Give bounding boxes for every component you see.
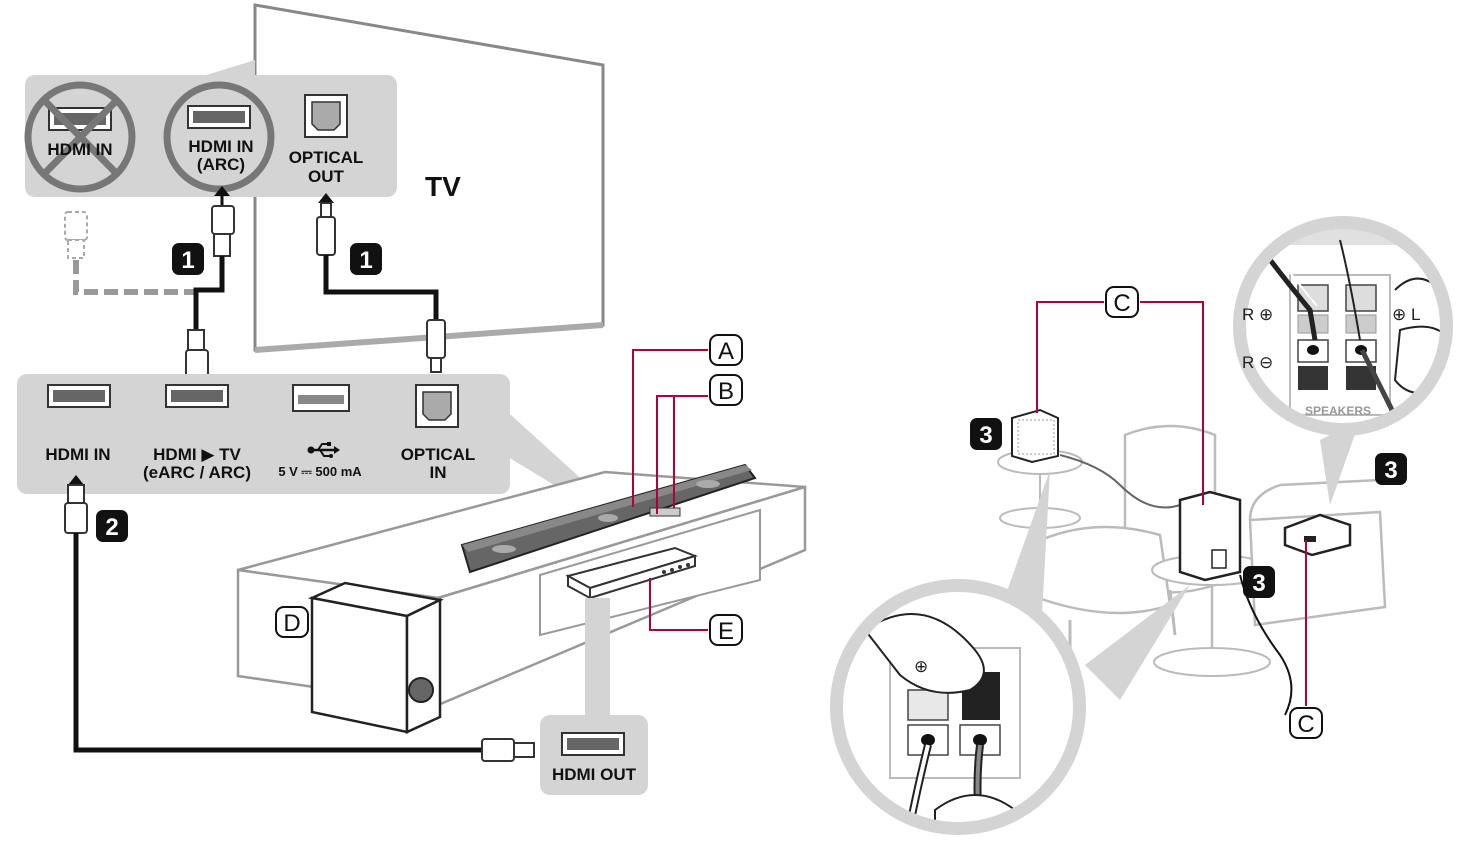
soundbar-optical-in-port: OPTICAL IN	[401, 384, 476, 482]
speaker-terminal-zoom: ⊕	[830, 470, 1190, 835]
tv-hdmi-in-label: HDMI IN	[47, 140, 112, 159]
optical-cable	[316, 193, 446, 385]
soundbar-optical-label-line2: IN	[430, 463, 447, 482]
svg-text:3: 3	[979, 422, 992, 449]
tv-hdmi-arc-label-line1: HDMI IN	[188, 137, 253, 156]
callout-d: D	[275, 606, 309, 638]
rear-speaker-right	[1178, 490, 1242, 582]
tv-label: TV	[425, 171, 461, 202]
svg-text:1: 1	[181, 247, 194, 274]
soundbar-port-panel: HDMI IN HDMI ▶ TV (eARC / ARC) 5 V ⎓ 500…	[17, 374, 610, 510]
terminal-plus-l-label: ⊕ L	[1392, 305, 1420, 324]
speakers-label: SPEAKERS	[1305, 404, 1371, 418]
terminal-plus-label: ⊕	[914, 657, 928, 676]
svg-text:C: C	[1113, 290, 1130, 317]
callout-b: B	[656, 374, 743, 514]
soundbar-hdmi-in-port: HDMI IN	[45, 384, 111, 464]
hdmi-in-cable	[64, 475, 552, 762]
tv-hdmi-arc-port: HDMI IN (ARC)	[163, 81, 275, 193]
tv-optical-label-line2: OUT	[308, 167, 345, 186]
tv-hdmi-in-port-crossed: HDMI IN	[24, 81, 136, 193]
subwoofer	[307, 581, 445, 734]
tv-hdmi-arc-label-line2: (ARC)	[197, 155, 245, 174]
callout-c-bottom: C	[1289, 540, 1323, 739]
svg-text:1: 1	[359, 247, 372, 274]
svg-text:E: E	[718, 618, 734, 645]
tv-port-panel: HDMI IN HDMI IN (ARC) OPTICAL OUT	[24, 60, 397, 197]
callout-c-top: C	[1036, 286, 1204, 505]
usb-icon	[307, 442, 340, 458]
callout-a: A	[632, 334, 743, 507]
svg-text:D: D	[283, 610, 300, 637]
svg-text:3: 3	[1252, 570, 1265, 597]
soundbar-optical-label-line1: OPTICAL	[401, 445, 476, 464]
step-1-badge-hdmi: 1	[172, 243, 204, 275]
soundbar-hdmi-tv-label-line1: HDMI ▶ TV	[153, 445, 241, 464]
hdmi-cable-alt-dashed	[64, 211, 195, 295]
terminal-r-plus-label: R ⊕	[1242, 305, 1273, 324]
svg-text:3: 3	[1384, 457, 1397, 484]
device-port-panel: HDMI OUT	[540, 598, 648, 795]
soundbar-hdmi-in-label: HDMI IN	[45, 445, 110, 464]
receiver-terminal-zoom: R ⊕ R ⊖ ⊕ L SPEAKERS	[1233, 216, 1453, 505]
rear-speaker-left	[1011, 408, 1059, 464]
svg-text:2: 2	[105, 514, 118, 541]
step-2-badge: 2	[96, 510, 128, 542]
device-hdmi-out-label: HDMI OUT	[552, 765, 637, 784]
soundbar-hdmi-tv-port: HDMI ▶ TV (eARC / ARC)	[143, 384, 251, 482]
soundbar-usb-rating-label: 5 V ⎓ 500 mA	[278, 464, 362, 479]
step-3-badge-left: 3	[970, 418, 1002, 450]
step-1-badge-optical: 1	[350, 243, 382, 275]
terminal-r-minus-label: R ⊖	[1242, 353, 1273, 372]
svg-text:A: A	[718, 338, 734, 365]
soundbar-usb-port: 5 V ⎓ 500 mA	[278, 384, 362, 479]
soundbar	[460, 463, 757, 574]
svg-text:B: B	[718, 378, 734, 405]
step-3-badge-right: 3	[1375, 453, 1407, 485]
soundbar-hdmi-tv-label-line2: (eARC / ARC)	[143, 463, 251, 482]
tv-optical-out-port: OPTICAL OUT	[289, 94, 364, 186]
wireless-receiver	[1283, 513, 1352, 557]
step-3-badge-middle: 3	[1243, 566, 1275, 598]
callout-e: E	[649, 578, 743, 646]
svg-text:C: C	[1297, 711, 1314, 738]
tv-optical-label-line1: OPTICAL	[289, 148, 364, 167]
hdmi-arc-cable	[185, 186, 235, 395]
